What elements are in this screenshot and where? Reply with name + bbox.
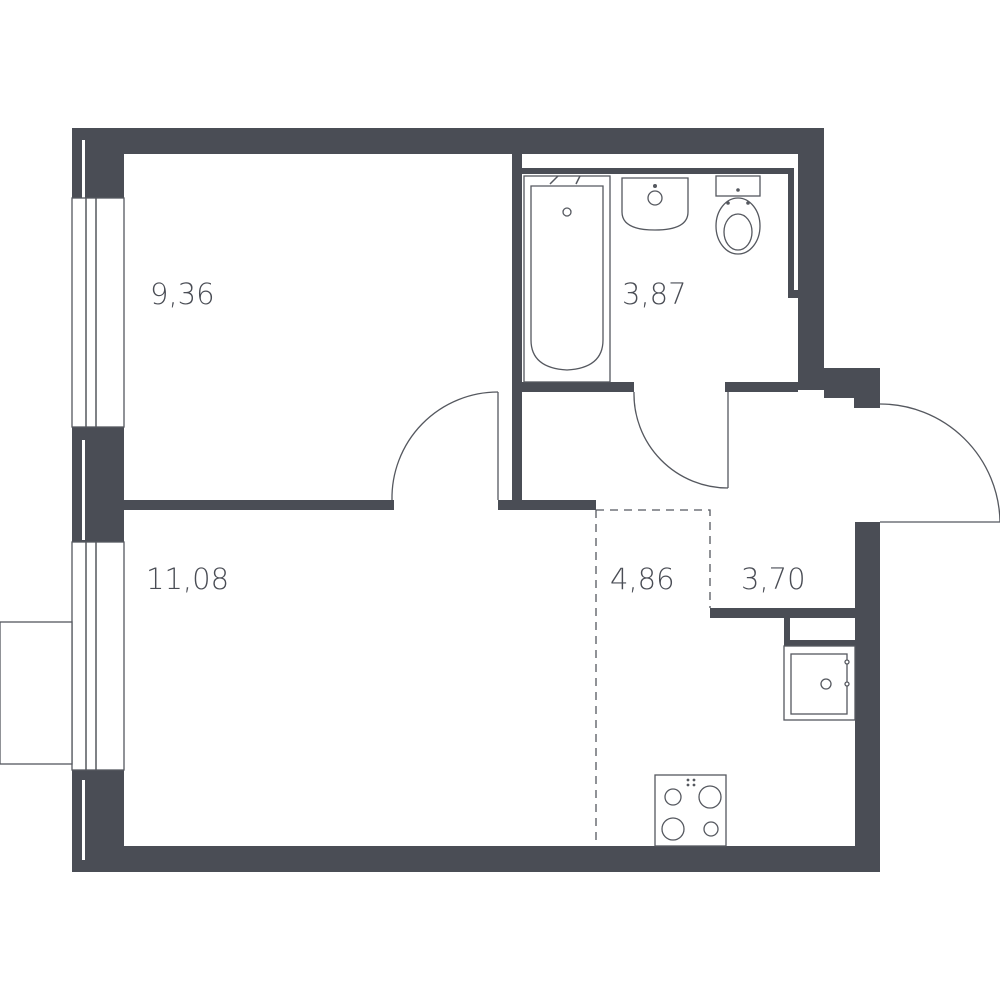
area-label-hallway: 3,70	[741, 562, 806, 596]
door-bathroom	[633, 391, 729, 489]
window-bedroom	[71, 197, 125, 428]
area-label-bathroom: 3,87	[622, 277, 687, 311]
area-label-bedroom: 9,36	[150, 277, 215, 311]
door-bedroom	[391, 391, 499, 501]
washbasin-icon	[621, 177, 689, 231]
stove-icon	[654, 774, 727, 847]
balcony	[0, 621, 73, 765]
area-label-living-room: 11,08	[146, 562, 229, 596]
door-entrance	[879, 403, 1000, 523]
kitchen-zone-boundary	[595, 509, 711, 846]
area-label-kitchen: 4,86	[610, 562, 675, 596]
toilet-icon	[715, 175, 761, 255]
window-living-room	[71, 541, 125, 771]
outer-walls	[72, 128, 880, 872]
kitchen-sink-icon	[783, 645, 856, 721]
interior-walls	[124, 152, 855, 646]
bathtub-icon	[523, 175, 611, 383]
